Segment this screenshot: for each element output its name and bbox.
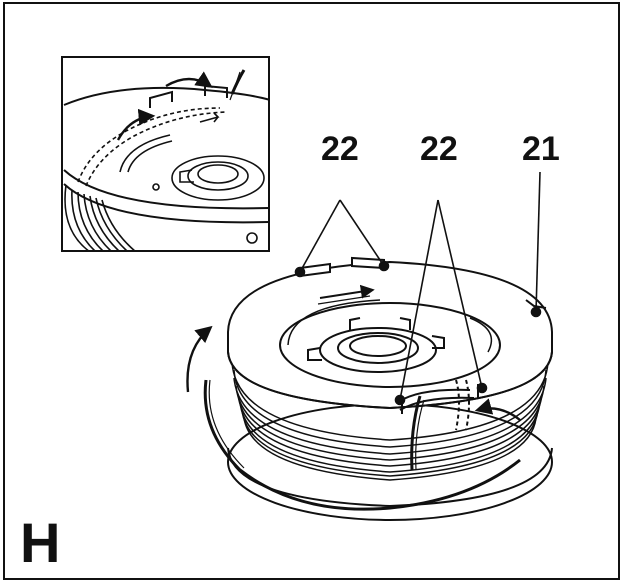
callout-label-21: 21: [522, 130, 560, 168]
insert-arrow: [474, 398, 521, 421]
figure-frame: [3, 2, 620, 580]
callout-leaders: [294, 171, 542, 406]
rotation-arrow: [186, 325, 213, 393]
callout-label-22-middle: 22: [420, 130, 458, 168]
callout-label-22-left: 22: [321, 130, 359, 168]
figure-letter: H: [20, 511, 61, 574]
inset-detail: [61, 56, 270, 252]
spool: [203, 256, 553, 521]
